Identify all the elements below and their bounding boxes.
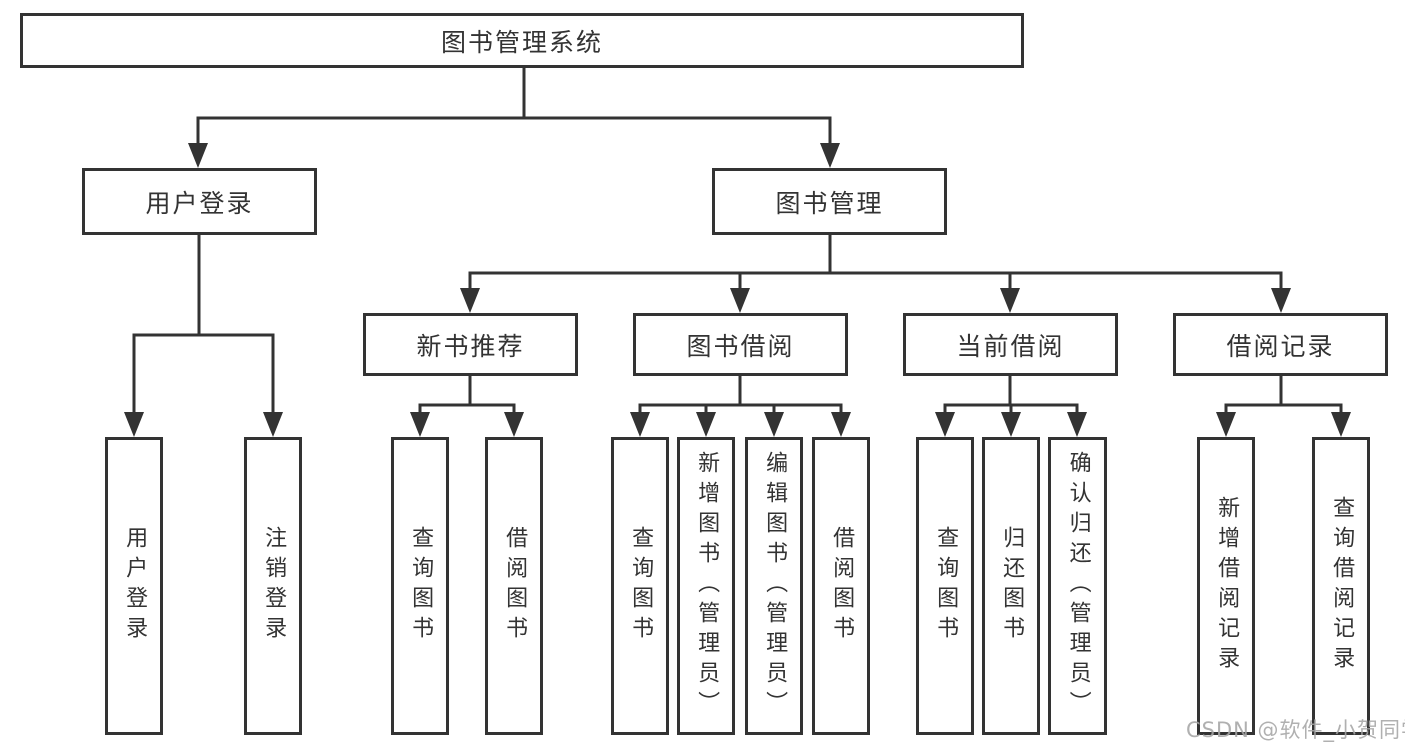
branch-borrow-records [1224,376,1343,414]
node-borrow-edit-label: 编辑图书（管理员） [762,451,788,721]
node-borrow-query: 查询图书 [611,437,669,735]
arrow-down-icon [504,412,524,437]
arrow-down-icon [831,412,851,437]
branch-new-books [418,376,516,414]
node-current-query-label: 查询图书 [933,526,959,646]
node-user-login: 用户登录 [82,168,317,235]
arrow-down-icon [1331,412,1351,437]
node-logout-leaf: 注销登录 [244,437,302,735]
node-new-books: 新书推荐 [363,313,578,376]
arrow-down-icon [124,412,144,437]
node-records-add-label: 新增借阅记录 [1214,496,1240,676]
csdn-watermark: CSDN @软件_小贺同学 [1186,718,1405,742]
arrow-down-icon [1216,412,1236,437]
arrow-down-icon [820,143,840,168]
arrow-down-icon [1001,412,1021,437]
node-newbooks-query: 查询图书 [391,437,449,735]
node-login-leaf: 用户登录 [105,437,163,735]
arrow-down-icon [935,412,955,437]
branch-user-login [132,235,275,414]
node-root-label: 图书管理系统 [440,27,603,57]
node-book-mgmt: 图书管理 [712,168,947,235]
arrow-down-icon [730,288,750,313]
node-current-return-label: 归还图书 [999,526,1025,646]
node-records-query-label: 查询借阅记录 [1329,496,1355,676]
arrow-down-icon [630,412,650,437]
node-current-borrow: 当前借阅 [903,313,1118,376]
node-borrow-edit: 编辑图书（管理员） [745,437,803,735]
node-book-borrow: 图书借阅 [633,313,848,376]
node-borrow-records-label: 借阅记录 [1226,331,1335,361]
node-newbooks-borrow-label: 借阅图书 [502,526,528,646]
branch-level2 [196,116,832,145]
node-logout-leaf-label: 注销登录 [261,526,287,646]
node-records-add: 新增借阅记录 [1197,437,1255,735]
node-current-return: 归还图书 [982,437,1040,735]
arrow-down-icon [460,288,480,313]
node-current-borrow-label: 当前借阅 [956,331,1065,361]
arrow-down-icon [764,412,784,437]
node-newbooks-query-label: 查询图书 [408,526,434,646]
node-borrow-query-label: 查询图书 [628,526,654,646]
node-borrow-borrow-label: 借阅图书 [829,526,855,646]
node-borrow-borrow: 借阅图书 [812,437,870,735]
arrow-down-icon [1271,288,1291,313]
arrow-down-icon [188,143,208,168]
node-book-mgmt-label: 图书管理 [775,188,884,218]
node-newbooks-borrow: 借阅图书 [485,437,543,735]
arrow-down-icon [1000,288,1020,313]
node-records-query: 查询借阅记录 [1312,437,1370,735]
branch-book-borrow [638,376,843,414]
node-book-borrow-label: 图书借阅 [686,331,795,361]
node-user-login-label: 用户登录 [145,188,254,218]
node-borrow-add-label: 新增图书（管理员） [694,451,720,721]
node-new-books-label: 新书推荐 [416,331,525,361]
node-current-query: 查询图书 [916,437,974,735]
branch-current-borrow [943,376,1079,414]
branch-book-mgmt [468,235,1283,290]
arrow-down-icon [410,412,430,437]
arrow-down-icon [263,412,283,437]
node-current-confirm-label: 确认归还（管理员） [1065,451,1091,721]
node-borrow-records: 借阅记录 [1173,313,1388,376]
arrow-down-icon [1067,412,1087,437]
node-root: 图书管理系统 [20,13,1024,68]
node-borrow-add: 新增图书（管理员） [677,437,735,735]
arrow-down-icon [696,412,716,437]
node-current-confirm: 确认归还（管理员） [1048,437,1107,735]
node-login-leaf-label: 用户登录 [122,526,148,646]
